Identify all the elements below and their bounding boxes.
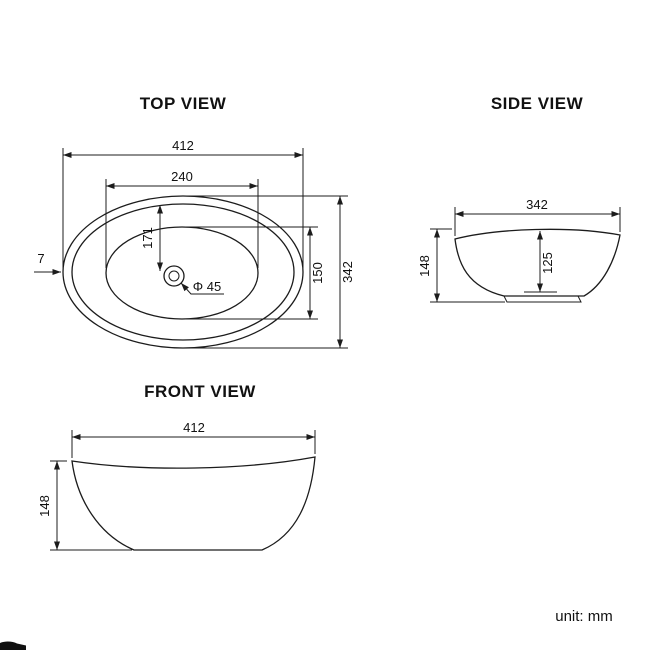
dim-top-overall-height: 342 [183, 195, 355, 349]
front-view-title: FRONT VIEW [144, 382, 256, 401]
dim-label-front-height: 148 [37, 495, 52, 517]
dim-label-inner-width: 240 [171, 169, 193, 184]
drain-inner-circle [168, 270, 180, 282]
dim-front-height: 148 [37, 460, 132, 551]
dim-label-rim-thickness: 7 [37, 251, 44, 266]
side-view-title: SIDE VIEW [491, 94, 584, 113]
dim-label-side-inner-depth: 125 [540, 252, 555, 274]
dim-top-rim-thickness: 7 [34, 251, 61, 275]
side-bowl-outline [454, 228, 621, 297]
dim-front-width: 412 [71, 420, 316, 458]
dim-label-side-height: 148 [417, 255, 432, 277]
drain-outer-circle [163, 265, 185, 287]
dim-side-inner-depth: 125 [524, 231, 557, 293]
top-view: TOP VIEW 412 240 [34, 94, 355, 349]
dim-label-drain-diameter: Φ 45 [193, 279, 221, 294]
basin-inner-rim [71, 203, 295, 341]
dim-label-front-width: 412 [183, 420, 205, 435]
dim-label-inner-height: 150 [310, 262, 325, 284]
leader-line [180, 282, 224, 295]
dim-side-height: 148 [417, 228, 505, 303]
dim-top-drain-diameter: Φ 45 [180, 279, 224, 295]
front-view: FRONT VIEW 412 148 [37, 382, 316, 551]
dim-top-depth-to-drain: 171 [140, 205, 163, 271]
front-bowl-outline [71, 456, 316, 551]
dim-side-width: 342 [454, 197, 621, 236]
unit-label: unit: mm [555, 608, 613, 625]
dim-top-overall-width: 412 [62, 138, 304, 268]
dim-label-overall-width: 412 [172, 138, 194, 153]
dim-label-side-width: 342 [526, 197, 548, 212]
dim-top-inner-width: 240 [105, 169, 259, 268]
dim-label-depth-to-drain: 171 [140, 227, 155, 249]
top-view-title: TOP VIEW [140, 94, 227, 113]
corner-smudge-mark [0, 641, 26, 650]
basin-bowl-edge [105, 226, 259, 320]
dim-label-overall-height: 342 [340, 261, 355, 283]
side-view: SIDE VIEW 342 148 125 [417, 94, 621, 303]
side-base-foot [503, 295, 582, 303]
dim-top-inner-height: 150 [183, 226, 325, 320]
